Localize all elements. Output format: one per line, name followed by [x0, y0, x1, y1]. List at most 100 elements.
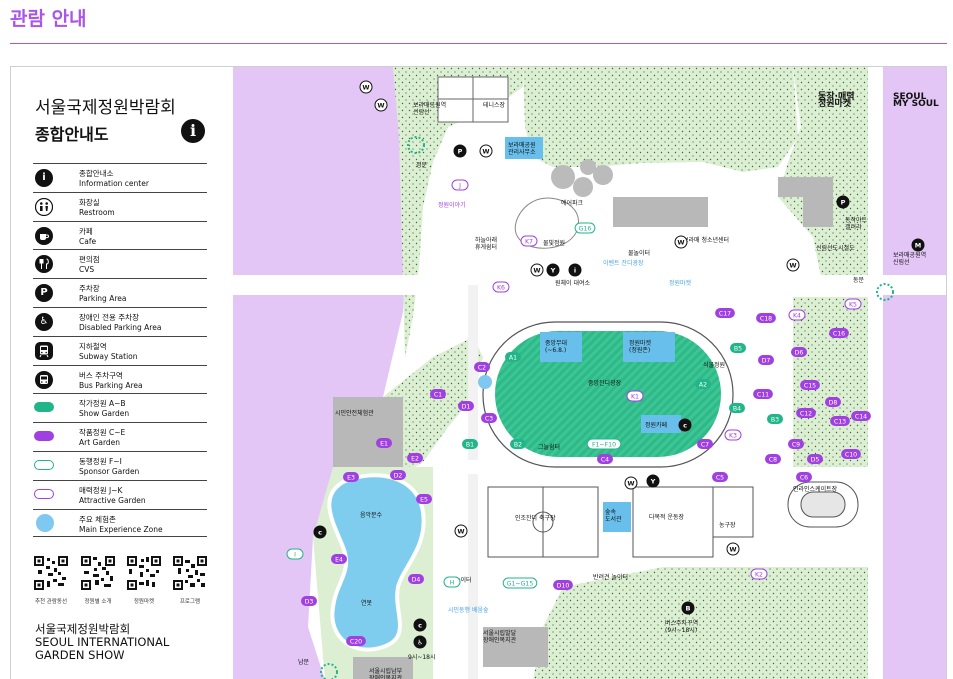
- label-road: 정원마켓: [669, 279, 692, 287]
- legend-label-en: Disabled Parking Area: [79, 322, 162, 332]
- garden-badge-d1[interactable]: D1: [458, 401, 474, 411]
- legend-label-ko: 지하철역: [79, 341, 107, 351]
- garden-badge-d4[interactable]: D4: [408, 574, 424, 584]
- garden-badge-e1[interactable]: E1: [376, 438, 392, 448]
- subway-icon[interactable]: M: [911, 238, 925, 252]
- cafe-icon[interactable]: c: [678, 418, 692, 432]
- youth-center: [613, 197, 708, 227]
- restroom-icon[interactable]: W: [530, 263, 544, 277]
- restroom-icon[interactable]: W: [674, 235, 688, 249]
- citizen-safety-hall: [333, 397, 403, 467]
- garden-badge-label: B5: [734, 345, 742, 352]
- cafe-icon[interactable]: c: [413, 618, 427, 632]
- garden-badge-h[interactable]: H: [443, 576, 461, 588]
- garden-badge-f1-f10[interactable]: F1~F10: [586, 438, 622, 450]
- garden-badge-g1-g15[interactable]: G1~G15: [502, 577, 538, 589]
- garden-badge-c5[interactable]: C5: [712, 472, 728, 482]
- garden-badge-c6[interactable]: C6: [796, 472, 812, 482]
- garden-badge-b2[interactable]: B2: [510, 439, 526, 449]
- garden-badge-k4[interactable]: K4: [788, 309, 806, 321]
- garden-badge-k7[interactable]: K7: [520, 235, 538, 247]
- garden-badge-c15[interactable]: C15: [800, 380, 820, 390]
- disabled-parking-icon[interactable]: ♿: [413, 635, 427, 649]
- garden-badge-c9[interactable]: C9: [788, 439, 804, 449]
- qr-code-gardens[interactable]: 정원별 소개: [81, 556, 115, 605]
- garden-badge-c2[interactable]: C2: [474, 362, 490, 372]
- garden-badge-c1[interactable]: C1: [430, 389, 446, 399]
- garden-badge-d7[interactable]: D7: [758, 355, 774, 365]
- garden-badge-i[interactable]: I: [286, 548, 304, 560]
- svg-text:W: W: [482, 147, 489, 155]
- garden-badge-j[interactable]: J: [451, 179, 469, 191]
- garden-badge-b3[interactable]: B3: [767, 414, 783, 424]
- forest-east: [793, 297, 868, 467]
- restroom-icon[interactable]: W: [454, 524, 468, 538]
- garden-badge-c13[interactable]: C13: [830, 416, 850, 426]
- garden-badge-c14[interactable]: C14: [851, 411, 871, 421]
- gate-east-marker[interactable]: [876, 283, 894, 301]
- bus-icon[interactable]: B: [681, 601, 695, 615]
- parking-icon[interactable]: P: [836, 195, 850, 209]
- garden-badge-d8[interactable]: D8: [825, 397, 841, 407]
- gate-north-marker[interactable]: [407, 136, 425, 154]
- experience-zone-marker[interactable]: [478, 375, 492, 389]
- gate-south-marker[interactable]: [320, 663, 338, 679]
- garden-badge-label: B3: [771, 416, 779, 423]
- garden-badge-c18[interactable]: C18: [756, 313, 776, 323]
- restroom-icon[interactable]: W: [786, 258, 800, 272]
- restroom-icon[interactable]: W: [624, 476, 638, 490]
- restroom-icon[interactable]: W: [374, 98, 388, 112]
- cafe-icon[interactable]: c: [313, 525, 327, 539]
- legend-label-en: Cafe: [79, 236, 97, 246]
- garden-badge-c20[interactable]: C20: [346, 636, 366, 646]
- garden-badge-b5[interactable]: B5: [730, 343, 746, 353]
- garden-badge-d3[interactable]: D3: [301, 596, 317, 606]
- restroom-icon[interactable]: W: [359, 80, 373, 94]
- qr-code-route[interactable]: 추천 관람동선: [34, 556, 68, 605]
- garden-badge-c3[interactable]: C3: [481, 413, 497, 423]
- restroom-icon[interactable]: W: [479, 144, 493, 158]
- garden-badge-c7[interactable]: C7: [697, 439, 713, 449]
- garden-badge-c12[interactable]: C12: [796, 408, 816, 418]
- legend-label-en: Main Experience Zone: [79, 524, 163, 534]
- garden-badge-d10[interactable]: D10: [553, 580, 573, 590]
- garden-badge-c4[interactable]: C4: [597, 454, 613, 464]
- garden-badge-label: C6: [800, 474, 808, 481]
- garden-badge-k3[interactable]: K3: [724, 429, 742, 441]
- garden-badge-d6[interactable]: D6: [791, 347, 807, 357]
- legend-label-ko: 편의점: [79, 255, 100, 265]
- info-icon[interactable]: i: [568, 263, 582, 277]
- garden-badge-d2[interactable]: D2: [390, 470, 406, 480]
- garden-badge-c11[interactable]: C11: [753, 389, 773, 399]
- label-learning-forest: 시민동행 배움숲: [448, 606, 489, 614]
- garden-badge-a1[interactable]: A1: [505, 352, 521, 362]
- qr-code-market[interactable]: 정원마켓: [127, 556, 161, 605]
- garden-badge-e4[interactable]: E4: [331, 554, 347, 564]
- garden-badge-k2[interactable]: K2: [750, 568, 768, 580]
- garden-badge-k6[interactable]: K6: [492, 281, 510, 293]
- convenience-store-icon[interactable]: Y: [546, 263, 560, 277]
- inline-rink-inner: [800, 491, 846, 518]
- restroom-icon[interactable]: W: [726, 542, 740, 556]
- garden-badge-b4[interactable]: B4: [729, 403, 745, 413]
- garden-badge-b1[interactable]: B1: [462, 439, 478, 449]
- garden-badge-k1[interactable]: K1: [626, 390, 644, 402]
- convenience-store-icon[interactable]: Y: [646, 474, 660, 488]
- qr-label: 추천 관람동선: [34, 599, 68, 605]
- garden-badge-c8[interactable]: C8: [765, 454, 781, 464]
- qr-code-program[interactable]: 프로그램: [173, 556, 207, 605]
- garden-badge-c17[interactable]: C17: [715, 308, 735, 318]
- garden-badge-k5[interactable]: K5: [844, 298, 862, 310]
- parking-icon[interactable]: P: [453, 144, 467, 158]
- garden-badge-a2[interactable]: A2: [695, 379, 711, 389]
- garden-badge-c16[interactable]: C16: [829, 328, 849, 338]
- garden-badge-e3[interactable]: E3: [343, 472, 359, 482]
- legend-item-experience-zone: 주요 체험존 Main Experience Zone: [33, 508, 207, 538]
- garden-badge-g16[interactable]: G16: [574, 222, 596, 234]
- garden-badge-e5[interactable]: E5: [416, 494, 432, 504]
- legend-label-en: Attractive Garden: [79, 495, 146, 505]
- garden-badge-e2[interactable]: E2: [407, 453, 423, 463]
- garden-badge-d5[interactable]: D5: [807, 454, 823, 464]
- garden-badge-c10[interactable]: C10: [841, 449, 861, 459]
